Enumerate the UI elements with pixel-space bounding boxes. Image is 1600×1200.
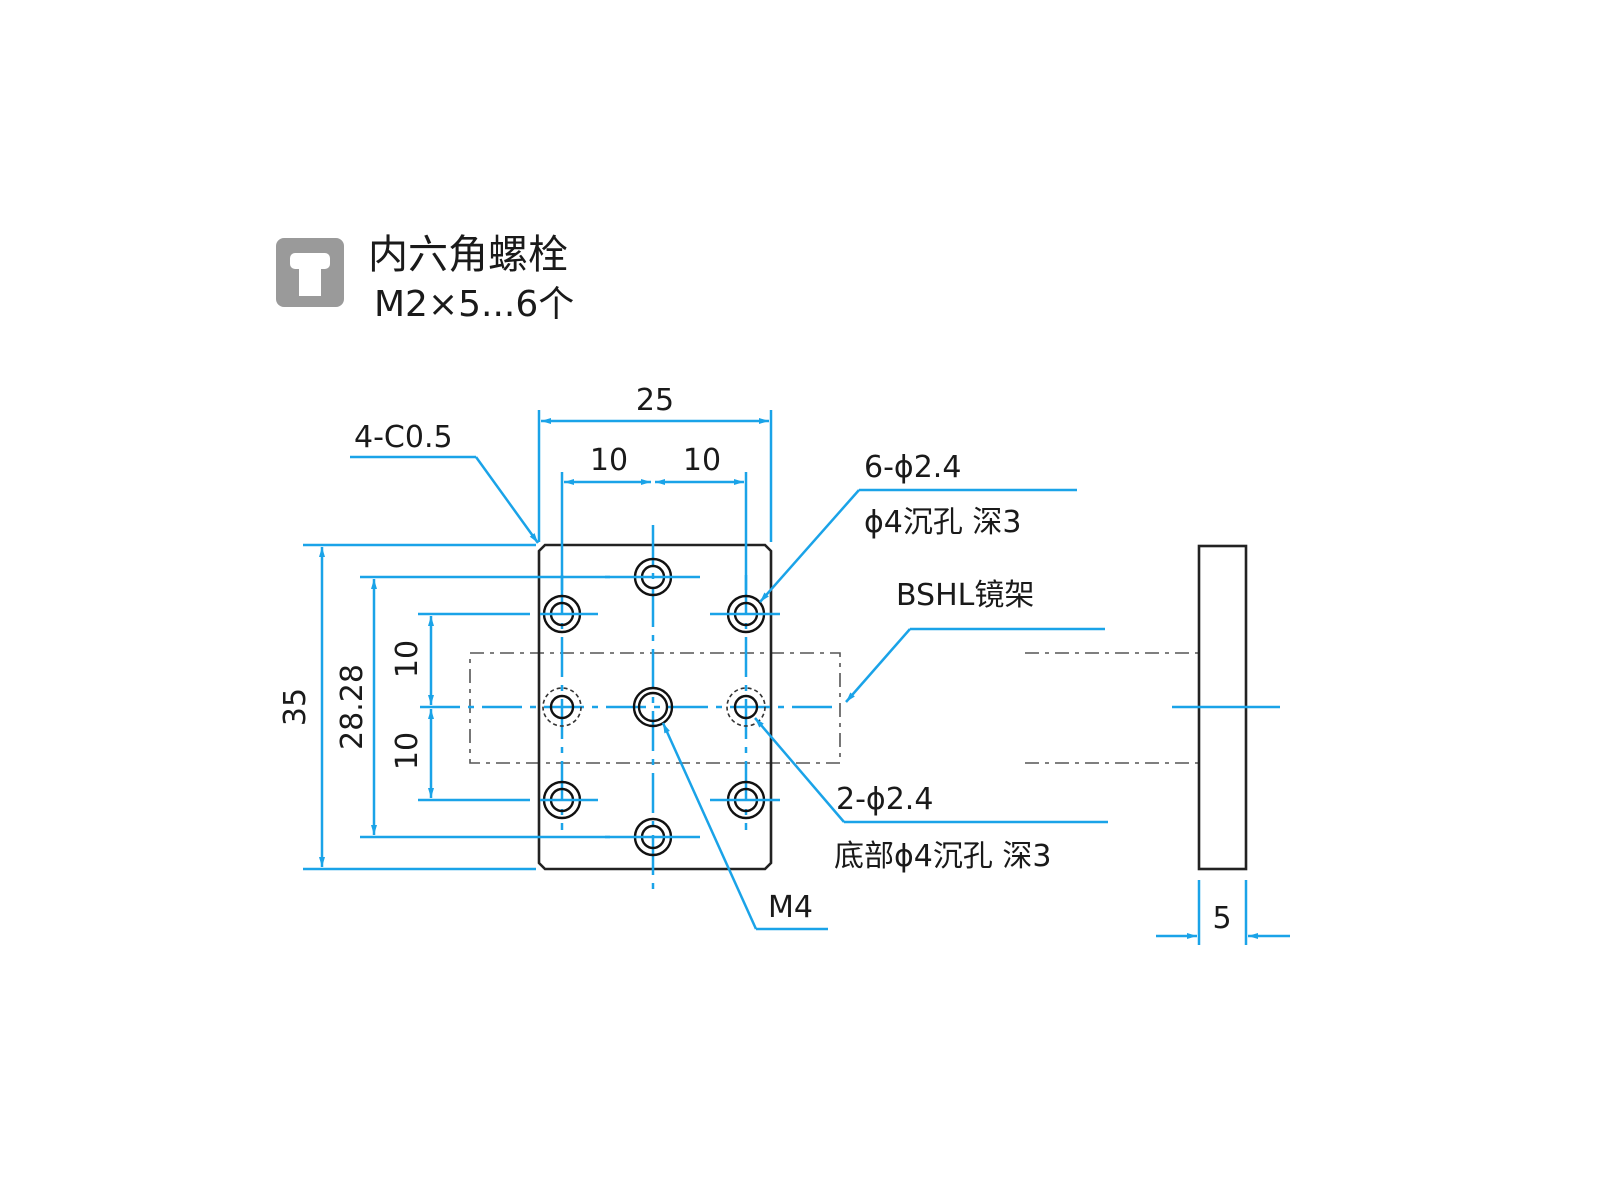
callout-top-holes-line1: 6-ϕ2.4: [864, 450, 961, 485]
dim-label-width: 25: [636, 383, 674, 418]
center-lines: [420, 525, 1280, 895]
hex-socket-bolt-icon: [276, 238, 344, 307]
dim-label-height: 35: [278, 688, 313, 726]
dim-thickness-5: 5: [1156, 880, 1290, 945]
callout-center-thread-label: M4: [768, 890, 813, 925]
callout-top-holes: 6-ϕ2.4 ϕ4沉孔 深3: [759, 450, 1077, 603]
dim-width-25: 25: [537, 383, 773, 542]
dim-vertical-pitch: 10 10: [390, 612, 530, 802]
callout-bottom-holes-line2: 底部ϕ4沉孔 深3: [834, 839, 1052, 874]
plate-front-view: [537, 543, 773, 871]
dim-height-35: 35: [278, 543, 536, 871]
legend: 内六角螺栓 M2×5...6个: [276, 232, 574, 325]
callout-center-thread: M4: [661, 722, 828, 931]
legend-spec: M2×5...6个: [374, 284, 574, 325]
dim-hole-pitch-horizontal: 10 10: [560, 443, 748, 590]
dim-label-pitch-left: 10: [590, 443, 628, 478]
dim-label-outer-holes: 28.28: [335, 664, 370, 750]
dim-label-vpitch-lower: 10: [390, 732, 425, 770]
m4-thread-hole: [632, 686, 674, 728]
dim-label-vpitch-upper: 10: [390, 640, 425, 678]
mount-ghost-outline: [469, 652, 1200, 764]
callout-mount: BSHL镜架: [845, 578, 1105, 703]
callout-chamfer-label: 4-C0.5: [354, 420, 453, 455]
bottom-counterbore-hole: [542, 687, 582, 727]
callout-bottom-holes: 2-ϕ2.4 底部ϕ4沉孔 深3: [754, 717, 1108, 874]
callout-mount-label: BSHL镜架: [896, 578, 1034, 613]
callout-chamfer: 4-C0.5: [350, 420, 540, 544]
bottom-counterbore-hole: [726, 687, 766, 727]
dim-label-pitch-right: 10: [683, 443, 721, 478]
counterbore-hole: [540, 594, 598, 634]
counterbore-hole: [605, 557, 700, 597]
dim-height-28-28: 28.28: [335, 575, 610, 839]
counterbore-hole: [710, 594, 780, 634]
counterbore-hole: [540, 780, 598, 820]
counterbore-hole: [710, 780, 780, 820]
callout-top-holes-line2: ϕ4沉孔 深3: [864, 505, 1022, 540]
dim-label-thickness: 5: [1212, 901, 1231, 936]
legend-title: 内六角螺栓: [368, 232, 568, 278]
counterbore-hole: [605, 817, 700, 857]
callout-bottom-holes-line1: 2-ϕ2.4: [836, 782, 933, 817]
holes: [540, 557, 780, 857]
